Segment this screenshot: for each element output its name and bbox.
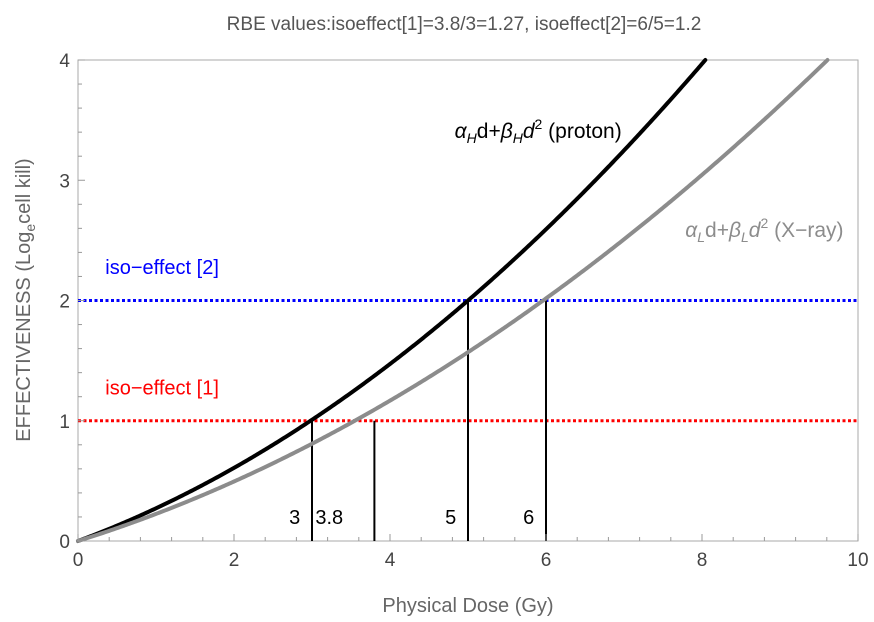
curve-label-proton-part-0: α: [455, 120, 468, 143]
x-axis-label: Physical Dose (Gy): [382, 595, 553, 617]
curve-label-xray-part-3: β: [728, 219, 741, 242]
x-tick-label-10: 10: [847, 550, 868, 571]
curve-label-xray-part-0: α: [685, 219, 698, 242]
curve-label-xray-part-7: (X−ray): [768, 219, 843, 242]
dose-label-2: 3.8: [315, 507, 343, 529]
axis-ticks: 0 2 4 6 8 10 0 1 2 3 4: [59, 51, 868, 571]
y-tick-label-4: 4: [59, 51, 70, 72]
curve-label-proton-part-6: 2: [535, 116, 543, 132]
y-axis-label-subscript: e: [22, 224, 38, 232]
curve-label-xray-part-2: d+: [705, 219, 729, 242]
response-curves: [76, 58, 830, 543]
x-tick-label-0: 0: [73, 550, 84, 571]
x-tick-label-6: 6: [541, 550, 552, 571]
curve-xray: [76, 58, 830, 543]
curve-label-proton-part-4: H: [513, 130, 524, 146]
y-axis-label-main: EFFECTIVENESS (Log: [13, 232, 35, 442]
curve-label-proton-part-1: H: [467, 130, 478, 146]
curve-proton: [76, 58, 708, 543]
y-axis-label: EFFECTIVENESS (Logecell kill): [13, 158, 38, 441]
curve-label-xray-part-1: L: [697, 229, 705, 245]
x-tick-label-4: 4: [385, 550, 396, 571]
dose-label-4: 6: [523, 507, 534, 529]
chart-title: RBE values:isoeffect[1]=3.8/3=1.27, isoe…: [227, 14, 702, 35]
curve-label-proton: αHd+βHd2 (proton): [455, 116, 622, 146]
curve-label-xray: αLd+βLd2 (X−ray): [685, 215, 843, 245]
x-tick-label-8: 8: [697, 550, 708, 571]
dose-label-3: 5: [445, 507, 456, 529]
y-axis-label-tail: cell kill): [13, 158, 35, 224]
curve-label-xray-part-5: d: [749, 219, 762, 242]
curve-label-xray-part-4: L: [741, 229, 749, 245]
y-tick-label-3: 3: [59, 171, 70, 192]
isoeffect-label-1: iso−effect [1]: [105, 377, 219, 399]
curve-label-proton-part-3: β: [500, 120, 513, 143]
isoeffect-lines: [78, 299, 858, 423]
curve-label-proton-part-2: d+: [477, 120, 501, 143]
y-tick-label-0: 0: [59, 532, 70, 553]
curve-label-xray-part-6: 2: [760, 215, 768, 231]
curve-label-proton-part-5: d: [523, 120, 536, 143]
x-tick-label-2: 2: [229, 550, 240, 571]
dose-lines: [311, 300, 547, 541]
isoeffect-label-2: iso−effect [2]: [105, 257, 219, 279]
curve-label-proton-part-7: (proton): [542, 120, 621, 143]
dose-label-1: 3: [289, 507, 300, 529]
y-tick-label-1: 1: [59, 412, 70, 433]
y-tick-label-2: 2: [59, 292, 70, 313]
